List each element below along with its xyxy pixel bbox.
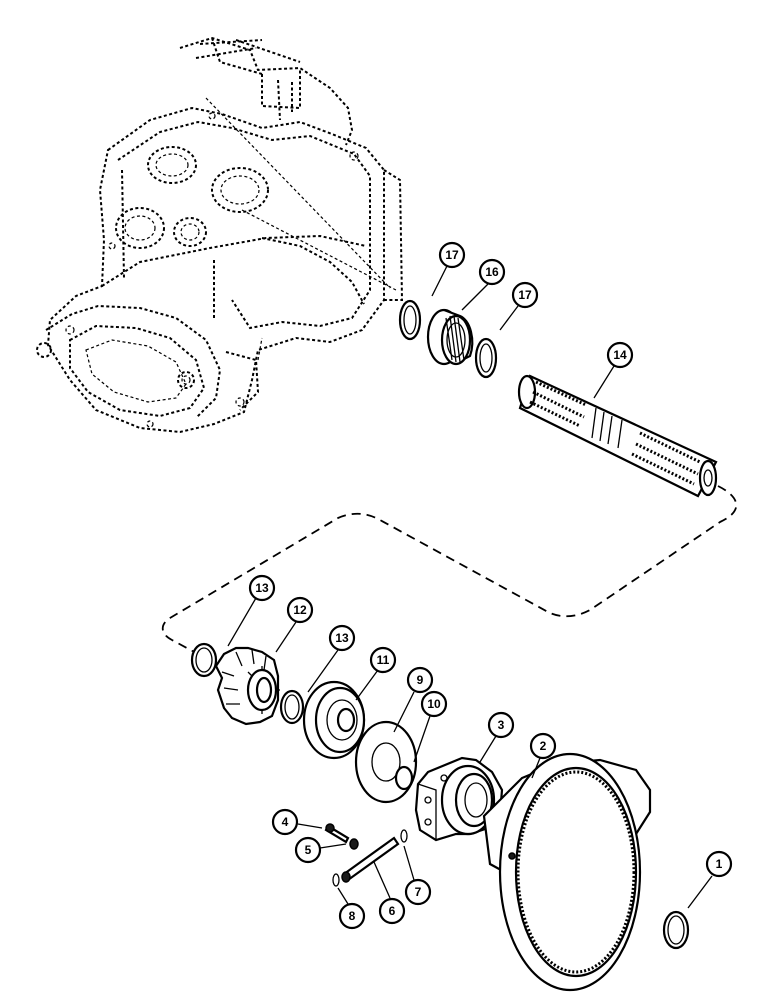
snap-ring-13-left (190, 642, 218, 678)
o-ring-7 (400, 829, 408, 843)
callout-1: 1 (705, 850, 733, 878)
callout-label: 4 (282, 815, 289, 829)
callout-17-upper-left: 17 (438, 241, 466, 269)
callout-4: 4 (271, 808, 299, 836)
callout-9: 9 (406, 666, 434, 694)
callout-label: 5 (305, 843, 312, 857)
callout-17-upper-right: 17 (511, 281, 539, 309)
callout-label: 12 (293, 603, 307, 617)
callout-11: 11 (369, 646, 397, 674)
callout-label: 2 (540, 739, 547, 753)
callout-label: 16 (485, 265, 499, 279)
callout-8: 8 (338, 902, 366, 930)
leader-lines (227, 265, 713, 909)
callout-16: 16 (478, 258, 506, 286)
bolt-4 (324, 823, 350, 844)
snap-ring-10 (394, 765, 414, 791)
snap-ring-17-right (474, 337, 498, 379)
callout-13-left: 13 (248, 574, 276, 602)
callout-13-right: 13 (328, 624, 356, 652)
callout-label: 11 (377, 653, 390, 667)
callout-label: 1 (716, 857, 723, 871)
o-ring-8 (332, 873, 340, 887)
callout-label: 10 (427, 697, 441, 711)
callout-5: 5 (294, 836, 322, 864)
needle-bearing-16 (426, 308, 474, 366)
ball-bearing-11 (302, 680, 366, 760)
assembly-path-line (161, 485, 738, 655)
gear-12 (214, 646, 280, 726)
callout-label: 3 (498, 718, 505, 732)
callout-10: 10 (420, 690, 448, 718)
callout-3: 3 (487, 711, 515, 739)
callout-label: 17 (445, 248, 459, 262)
callout-label: 9 (417, 673, 424, 687)
callout-7: 7 (404, 878, 432, 906)
spring-washer-5 (349, 838, 359, 850)
callout-label: 6 (389, 904, 396, 918)
pin-6 (341, 836, 400, 883)
splined-shaft-14 (517, 374, 718, 498)
callout-6: 6 (378, 897, 406, 925)
callout-label: 13 (255, 581, 269, 595)
callout-label: 17 (518, 288, 532, 302)
callout-label: 13 (335, 631, 349, 645)
ring-gear-drum-2 (482, 752, 652, 992)
callout-label: 8 (349, 909, 356, 923)
carrier-housing-3 (414, 756, 504, 842)
snap-ring-13-middle (279, 689, 305, 725)
thrust-washer-9 (354, 720, 418, 804)
callout-14: 14 (606, 341, 634, 369)
retaining-ring-1 (662, 910, 690, 950)
callout-label: 7 (415, 885, 422, 899)
transmission-housing (36, 36, 404, 434)
callout-label: 14 (613, 348, 627, 362)
callout-2: 2 (529, 732, 557, 760)
callout-12: 12 (286, 596, 314, 624)
snap-ring-17-left (398, 299, 422, 341)
